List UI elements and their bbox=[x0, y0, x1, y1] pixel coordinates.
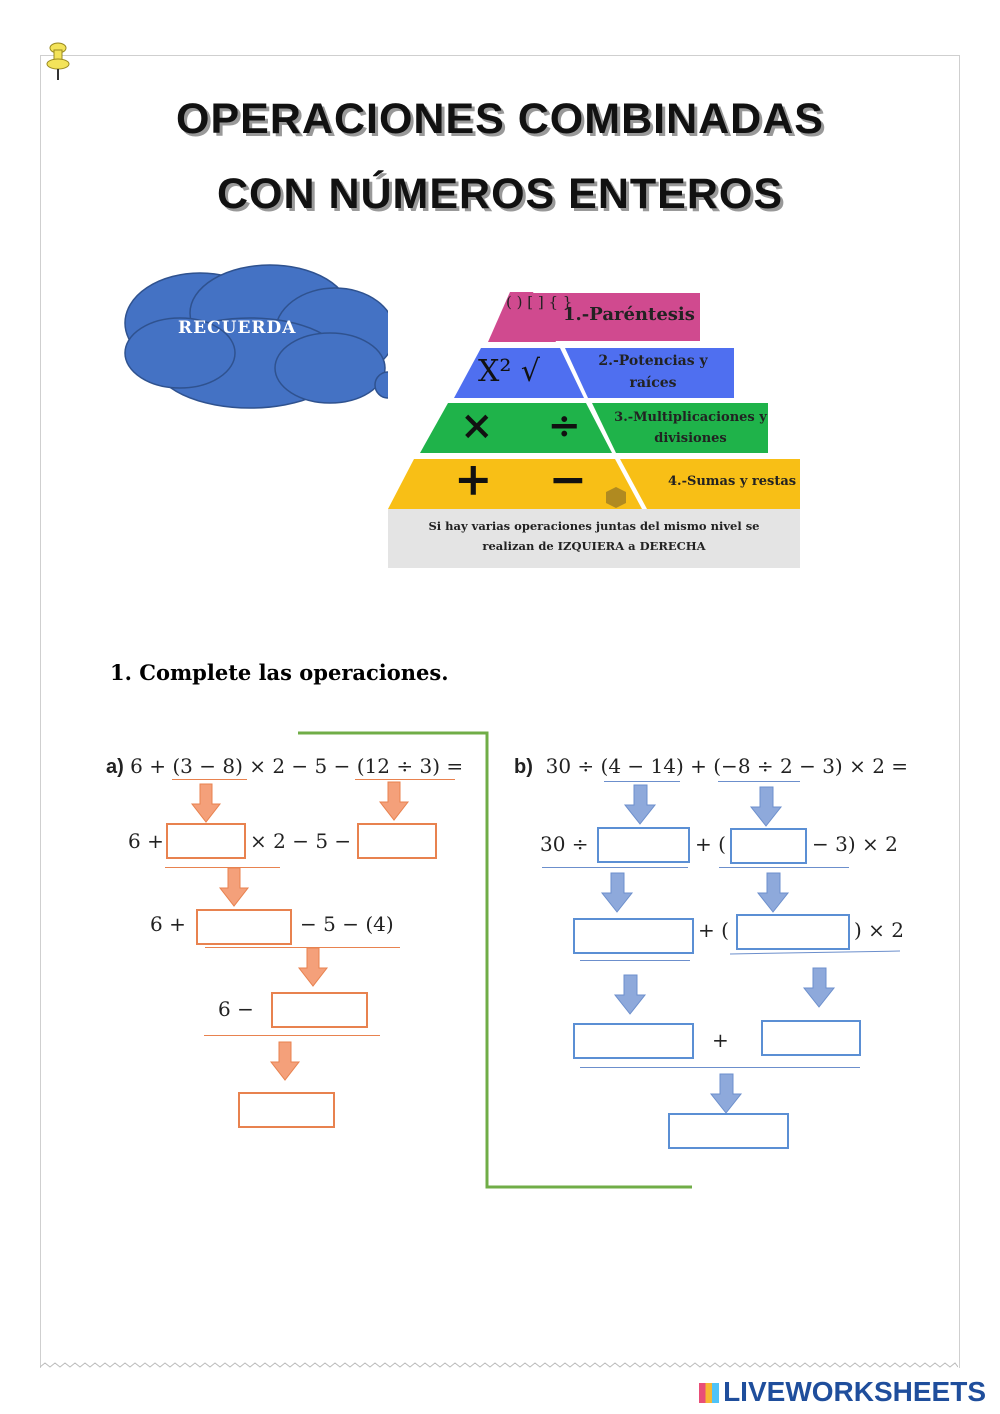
underline bbox=[355, 779, 455, 780]
power-root-symbols: X² √ bbox=[478, 354, 541, 389]
zigzag-edge bbox=[40, 1362, 958, 1368]
b-final-answer[interactable] bbox=[668, 1113, 789, 1149]
a-final-answer[interactable] bbox=[238, 1092, 335, 1128]
level-2-line2: raíces bbox=[629, 375, 677, 391]
sheet-border bbox=[40, 55, 960, 1368]
underline bbox=[205, 947, 400, 948]
b-step1-suffix: − 3) × 2 bbox=[812, 832, 898, 856]
a-step2-prefix: 6 + bbox=[150, 912, 186, 936]
a-step3-prefix: 6 − bbox=[218, 997, 254, 1021]
b-answer-2[interactable] bbox=[730, 828, 807, 864]
mult-div-symbols: × ÷ bbox=[460, 402, 581, 449]
cloud-label: RECUERDA bbox=[178, 318, 297, 338]
level-2-line1: 2.-Potencias y bbox=[598, 353, 708, 369]
underline bbox=[604, 781, 680, 782]
label-a: a) bbox=[106, 756, 124, 778]
label-b: b) bbox=[514, 756, 533, 778]
liveworksheets-logo: LIVEWORKSHEETS bbox=[699, 1376, 986, 1408]
parentheses-symbols: ( ) [ ] { } bbox=[506, 293, 573, 311]
note-line1: Si hay varias operaciones juntas del mis… bbox=[428, 519, 760, 533]
title-line-2: CON NÚMEROS ENTEROS bbox=[216, 170, 784, 218]
pushpin-icon bbox=[46, 42, 70, 80]
thought-cloud bbox=[124, 264, 424, 409]
title-line-1: OPERACIONES COMBINADAS bbox=[176, 95, 824, 143]
expression-a-text: 6 + (3 − 8) × 2 − 5 − (12 ÷ 3) = bbox=[130, 754, 464, 778]
b-step2-suffix: ) × 2 bbox=[854, 918, 904, 942]
a-answer-4[interactable] bbox=[271, 992, 368, 1028]
exercise-heading: 1. Complete las operaciones. bbox=[110, 660, 449, 685]
level-3-label: 3.-Multiplicaciones y divisiones bbox=[613, 407, 768, 449]
b-step2-middle: + ( bbox=[698, 918, 729, 942]
b-step3-plus: + bbox=[712, 1028, 729, 1052]
expression-b-text: 30 ÷ (4 − 14) + (−8 ÷ 2 − 3) × 2 = bbox=[545, 754, 909, 778]
underline bbox=[580, 1067, 860, 1068]
a-step2-suffix: − 5 − (4) bbox=[300, 912, 394, 936]
underline bbox=[204, 1035, 380, 1036]
underline bbox=[719, 867, 849, 868]
b-answer-1[interactable] bbox=[597, 827, 690, 863]
note-line2: realizan de IZQUIERA a DERECHA bbox=[482, 539, 706, 553]
b-answer-4[interactable] bbox=[736, 914, 850, 950]
same-level-note: Si hay varias operaciones juntas del mis… bbox=[388, 516, 800, 556]
level-2-label: 2.-Potencias y raíces bbox=[578, 350, 728, 394]
logo-icon bbox=[699, 1383, 720, 1403]
a-step1-middle: × 2 − 5 − bbox=[250, 829, 352, 853]
logo-text: LIVEWORKSHEETS bbox=[723, 1376, 986, 1407]
level-4-label: 4.-Sumas y restas bbox=[668, 474, 797, 489]
underline bbox=[580, 960, 690, 961]
a-answer-3[interactable] bbox=[196, 909, 292, 945]
level-1-label: 1.-Paréntesis bbox=[563, 304, 695, 325]
b-answer-5[interactable] bbox=[573, 1023, 694, 1059]
priority-pyramid: ( ) [ ] { } 1.-Paréntesis X² √ 2.-Potenc… bbox=[388, 290, 800, 568]
underline bbox=[165, 867, 280, 868]
underline bbox=[542, 867, 688, 868]
level-3-line2: divisiones bbox=[654, 431, 727, 446]
a-answer-1[interactable] bbox=[166, 823, 246, 859]
underline bbox=[718, 781, 800, 782]
a-answer-2[interactable] bbox=[357, 823, 437, 859]
b-answer-3[interactable] bbox=[573, 918, 694, 954]
b-answer-6[interactable] bbox=[761, 1020, 861, 1056]
b-step1-prefix: 30 ÷ bbox=[540, 832, 589, 856]
underline bbox=[172, 779, 247, 780]
level-3-line1: 3.-Multiplicaciones y bbox=[614, 410, 767, 425]
a-step1-prefix: 6 + bbox=[128, 829, 164, 853]
add-sub-symbols: + − bbox=[454, 452, 588, 506]
b-step1-middle: + ( bbox=[695, 832, 726, 856]
expression-a: a) 6 + (3 − 8) × 2 − 5 − (12 ÷ 3) = bbox=[106, 754, 463, 779]
expression-b: b) 30 ÷ (4 − 14) + (−8 ÷ 2 − 3) × 2 = bbox=[514, 754, 908, 779]
